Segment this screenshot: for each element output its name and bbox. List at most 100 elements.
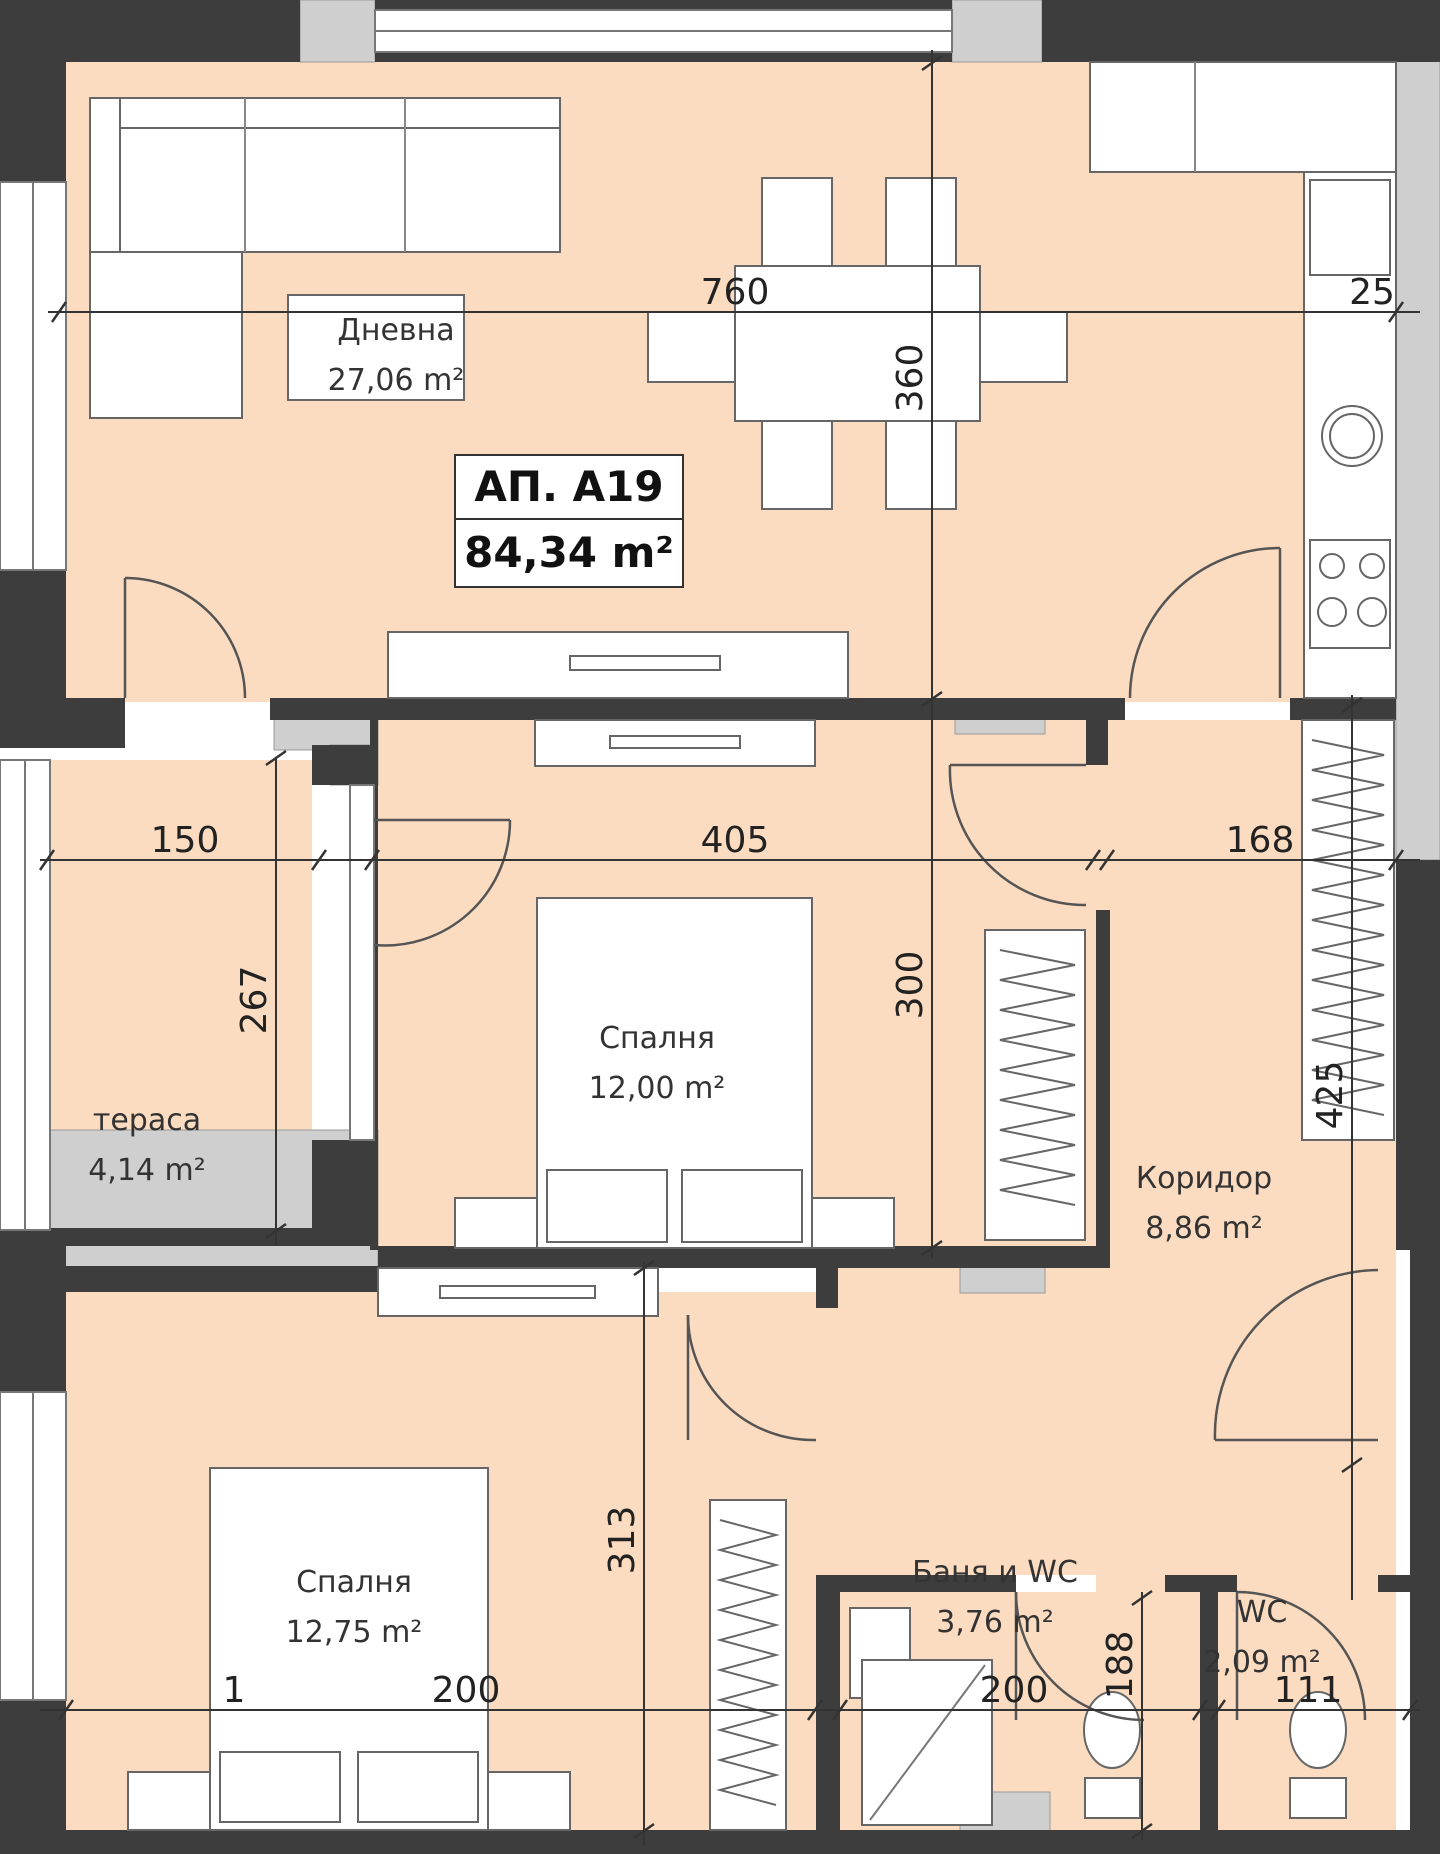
- bedroom2-furniture: [127, 1267, 787, 1831]
- dresser-handle: [609, 735, 741, 749]
- wall-left-upper: [0, 62, 66, 182]
- wall-corridor-pier: [1086, 720, 1108, 765]
- tv-icon: [569, 655, 721, 671]
- door-swing: [1213, 1268, 1379, 1441]
- corridor-lower-floor: [816, 1265, 1396, 1575]
- wall-bottom: [0, 1830, 1440, 1854]
- bedroom2-name: Спалня: [296, 1565, 412, 1600]
- apartment-code: АП. А19: [474, 462, 663, 511]
- apartment-area: 84,34 m²: [464, 528, 674, 577]
- corridor-wardrobe-hangers: [1311, 739, 1385, 1116]
- dining-chair: [761, 177, 833, 267]
- windows: [0, 9, 953, 1701]
- wc-name: WC: [1237, 1595, 1288, 1630]
- apartment-label: АП. А19 84,34 m²: [454, 454, 684, 588]
- dining-chair: [761, 420, 833, 510]
- wall-stub: [816, 1268, 838, 1308]
- corridor-furniture: [1301, 719, 1395, 1141]
- dim-label-200-bedroom: 200: [432, 1670, 501, 1711]
- wardrobe: [984, 929, 1086, 1241]
- wall-top-mid-under: [375, 52, 952, 62]
- wardrobe-hangers: [999, 949, 1076, 1206]
- dim-label-1: 1: [223, 1670, 246, 1711]
- sofa-chaise: [89, 251, 243, 419]
- living-room-area: 27,06 m²: [328, 363, 465, 398]
- corridor-name: Коридор: [1136, 1161, 1272, 1196]
- wall-bedroom1-bottom: [378, 1246, 1110, 1268]
- burner-icon: [1357, 597, 1387, 627]
- dim-label-111: 111: [1274, 1670, 1343, 1711]
- dimension-labels: 760 25 360 150 405 168 267 300 425 313 1…: [151, 272, 1395, 1711]
- wall-terrace-bottom: [0, 1228, 378, 1246]
- dim-label-200-bath: 200: [980, 1670, 1049, 1711]
- kitchen-upper-cabinet: [1089, 61, 1397, 173]
- wall-left-middle: [0, 1232, 66, 1392]
- dining-table: [734, 265, 981, 422]
- dim-label-168: 168: [1226, 820, 1295, 861]
- toilet-tank: [1084, 1777, 1141, 1819]
- bedroom1-furniture: [454, 719, 1086, 1249]
- wall-terrace-inner: [312, 745, 378, 785]
- burner-icon: [1319, 553, 1345, 579]
- wall-bath-top: [816, 1575, 1016, 1592]
- dim-label-313: 313: [602, 1506, 643, 1575]
- wall-hatch: [299, 0, 376, 63]
- wall-living-bedroom: [270, 698, 1125, 720]
- kitchen: [1089, 61, 1397, 699]
- bedroom1-name: Спалня: [599, 1021, 715, 1056]
- wall-terrace-top: [0, 698, 125, 748]
- sofa-seat: [119, 127, 561, 253]
- toilet-icon: [1083, 1691, 1141, 1769]
- fridge: [1309, 179, 1391, 276]
- dim-label-425: 425: [1310, 1061, 1351, 1130]
- dim-label-405: 405: [701, 820, 770, 861]
- bedroom1-area: 12,00 m²: [589, 1071, 726, 1106]
- living-room-name: Дневна: [337, 313, 454, 348]
- dining-chair: [885, 177, 957, 267]
- dining-chair: [647, 311, 736, 383]
- wall-kitchen-corridor: [1290, 698, 1396, 720]
- wall-top-mid: [375, 0, 952, 10]
- wall-bedroom1-right: [1096, 910, 1110, 1250]
- bedroom2-area: 12,75 m²: [286, 1615, 423, 1650]
- dim-label-25: 25: [1349, 272, 1395, 313]
- pillow: [219, 1751, 341, 1823]
- dining-chair: [885, 420, 957, 510]
- dresser-handle: [439, 1285, 596, 1299]
- terrace-door: [349, 784, 375, 1141]
- sink-inner: [1329, 413, 1375, 459]
- dim-label-267: 267: [234, 966, 275, 1035]
- wall-terrace-right-lower: [312, 1140, 378, 1245]
- nightstand: [454, 1197, 538, 1249]
- dining-chair: [979, 311, 1068, 383]
- wall-hatch: [951, 0, 1043, 63]
- dim-label-760: 760: [701, 272, 770, 313]
- wall-bedroom2-top: [66, 1266, 378, 1292]
- room-labels: Дневна 27,06 m² тераса 4,14 m² Спалня 12…: [88, 313, 1321, 1680]
- nightstand: [811, 1197, 895, 1249]
- dimension-lines: [38, 50, 1420, 1845]
- dim-label-300: 300: [890, 951, 931, 1020]
- bathroom-area: 3,76 m²: [936, 1605, 1054, 1640]
- wall-left-pier: [0, 570, 66, 698]
- door-swing: [1236, 1590, 1367, 1721]
- nightstand: [127, 1771, 211, 1831]
- terrace-name: тераса: [93, 1103, 201, 1138]
- door-swing: [686, 1314, 817, 1442]
- bathroom-name: Баня и WC: [912, 1555, 1078, 1590]
- wall-bath-wc-divider: [1200, 1575, 1218, 1830]
- door-swing: [373, 819, 512, 947]
- door-swing: [1014, 1591, 1145, 1722]
- wall-left-lower: [0, 1700, 66, 1854]
- corridor-wardrobe: [1301, 719, 1395, 1141]
- burner-icon: [1317, 597, 1347, 627]
- pillow: [357, 1751, 479, 1823]
- pillow: [546, 1169, 668, 1243]
- pillow: [681, 1169, 803, 1243]
- terrace-area: 4,14 m²: [88, 1153, 206, 1188]
- burner-icon: [1359, 553, 1385, 579]
- door-swing: [1128, 546, 1281, 699]
- dim-label-188: 188: [1100, 1631, 1141, 1700]
- door-swing: [948, 764, 1087, 907]
